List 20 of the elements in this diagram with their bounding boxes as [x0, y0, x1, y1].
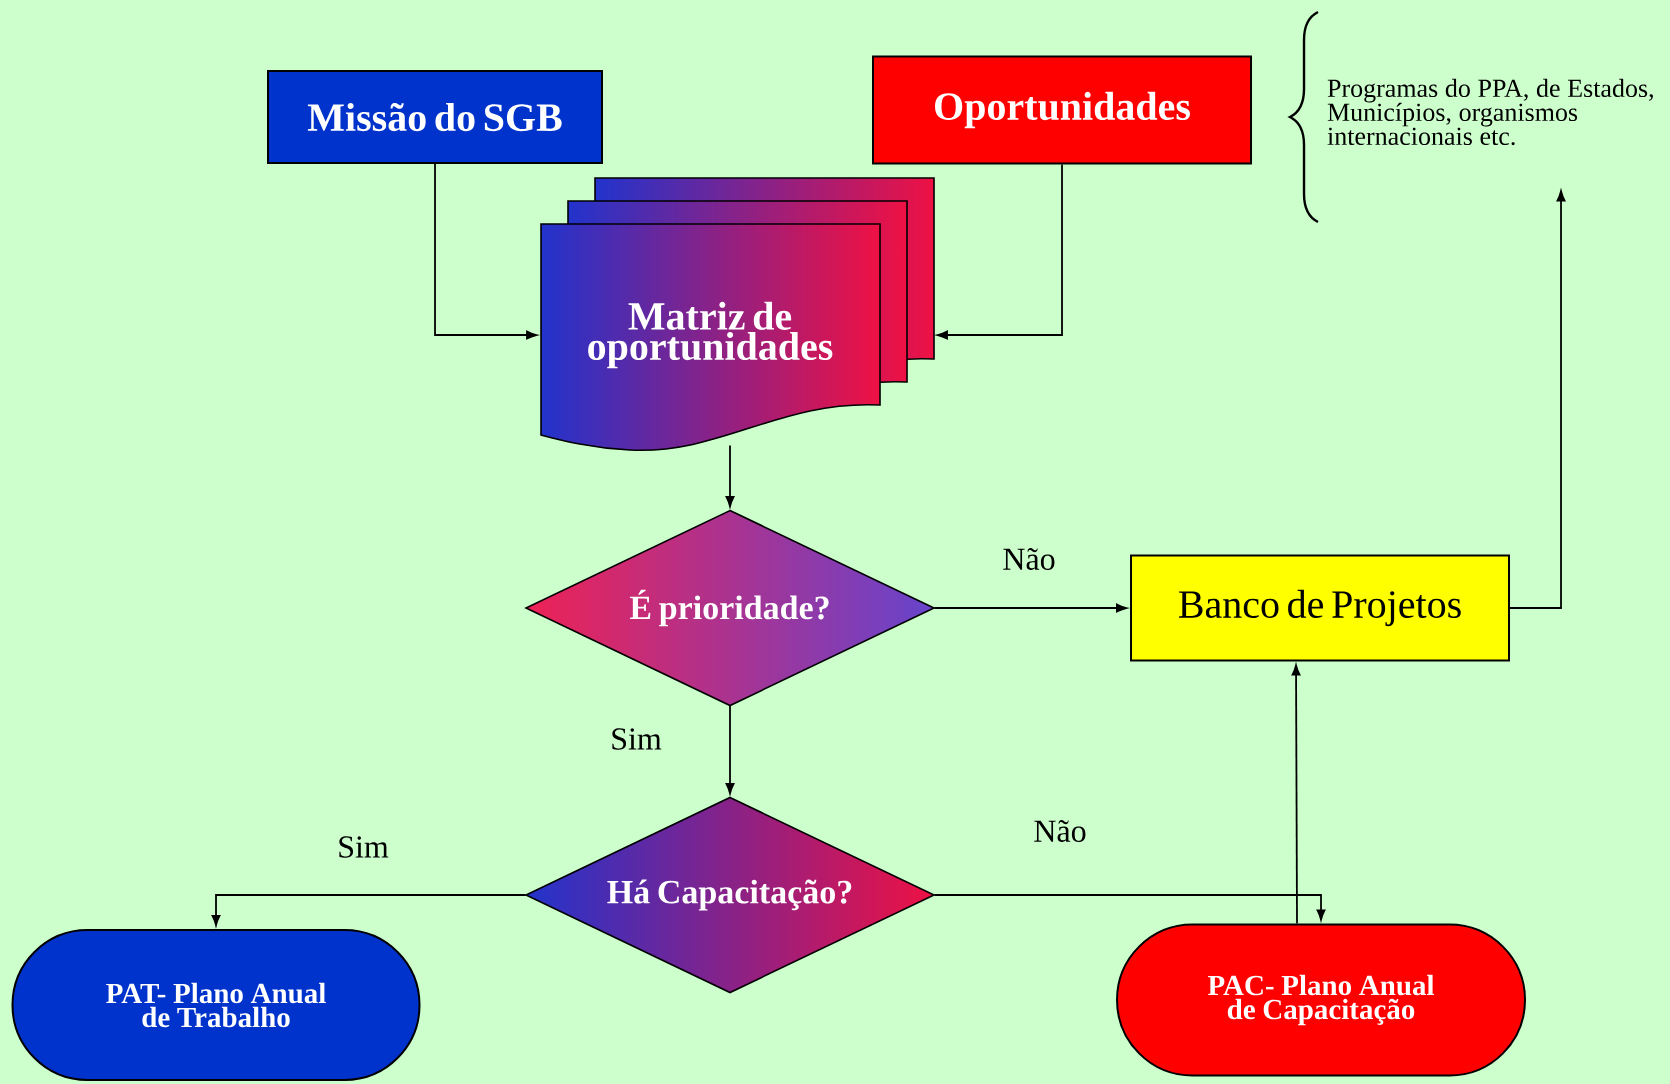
terminal-box: PAC- Plano Anual de Capacitação — [1116, 923, 1526, 1077]
document-stack: Matriz de oportunidades — [540, 177, 935, 451]
edge-label: Sim — [608, 726, 664, 752]
arrow — [211, 894, 527, 927]
process-box: Banco de Projetos — [1130, 554, 1510, 662]
note-text: Programas do PPA, de Estados, Municípios, organismos internacionais etc. — [1327, 78, 1653, 146]
arrow — [936, 163, 1063, 340]
process-box: Missão do SGB — [267, 70, 603, 164]
edge-label: Não — [1000, 546, 1058, 572]
arrow — [725, 444, 735, 508]
arrow — [725, 705, 735, 795]
arrow — [933, 894, 1326, 921]
edge-label: Não — [1031, 818, 1089, 844]
arrow — [933, 603, 1128, 613]
arrow — [1509, 190, 1566, 609]
edge-label: Sim — [335, 834, 391, 860]
process-box: Oportunidades — [872, 55, 1252, 165]
terminal-box: PAT- Plano Anual de Trabalho — [11, 929, 421, 1081]
arrow — [1291, 664, 1301, 925]
arrow — [434, 163, 538, 340]
